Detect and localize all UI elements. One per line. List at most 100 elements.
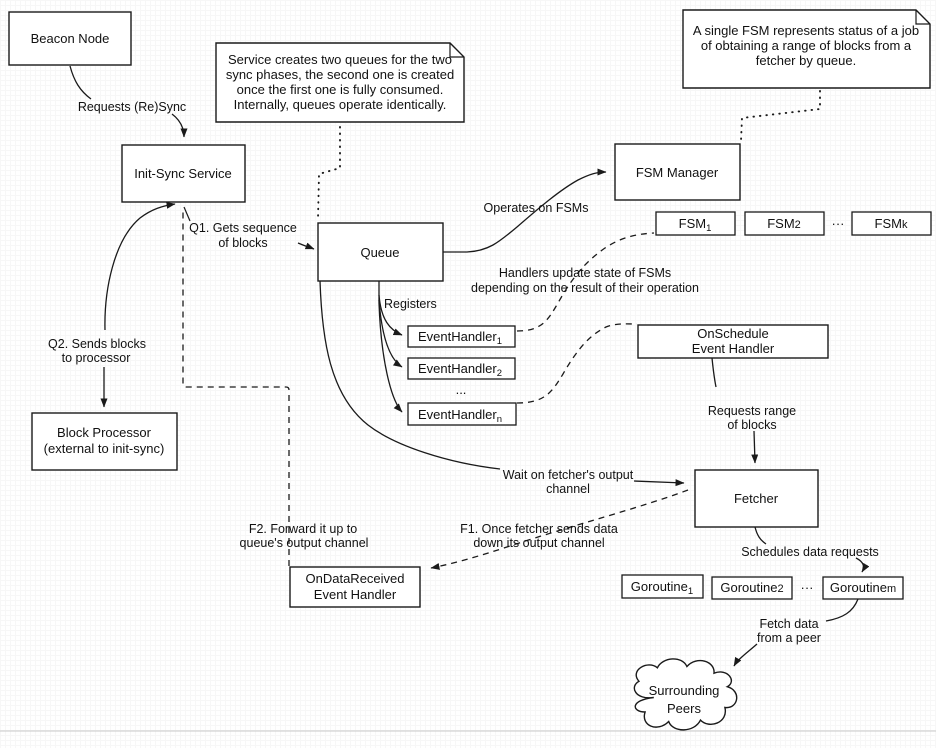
- edge-register-ehn: [378, 302, 403, 413]
- edge-q1-to-queue: [297, 242, 315, 250]
- ondatareceived-handler-label-2: Event Handler: [314, 587, 397, 602]
- label-wait-fetcher-line1: Wait on fetcher's output: [503, 468, 634, 482]
- edge-label-to-fetcher: [751, 430, 759, 464]
- goroutine-ellipsis: ···: [801, 580, 814, 595]
- edge-fetcher-to-schedules: [754, 526, 767, 545]
- svg-text:Peers: Peers: [667, 701, 701, 716]
- fsm-ellipsis: ···: [832, 216, 845, 231]
- init-sync-service-label: Init-Sync Service: [134, 166, 232, 181]
- svg-text:fetcher by queue.: fetcher by queue.: [756, 53, 856, 68]
- edge-goroutinem-to-label: [825, 598, 859, 622]
- edge-register-eh2: [378, 299, 403, 368]
- goroutine2-box: [711, 576, 793, 600]
- block-processor-box: [31, 412, 178, 471]
- label-operates-on-fsms: Operates on FSMs: [484, 201, 589, 215]
- svg-text:A single FSM represents status: A single FSM represents status of a job: [693, 23, 919, 38]
- label-q2-line1: Q2. Sends blocks: [48, 337, 146, 351]
- fsm2-label: FSM2: [767, 216, 801, 231]
- fsmk-label: FSMk: [875, 216, 908, 231]
- edge-queue-to-fsmmanager: [443, 168, 607, 253]
- svg-text:once the first one is fully co: once the first one is fully consumed.: [237, 82, 444, 97]
- note-link-fsm: [740, 90, 821, 142]
- goroutinem-box: [822, 576, 904, 600]
- fsm2-box: [744, 211, 825, 236]
- fsm-note-shape: [682, 9, 931, 89]
- queue-note-fold: [449, 43, 464, 58]
- fsm1-box: [655, 211, 736, 236]
- edge-wait-to-fetcher: [633, 479, 685, 487]
- label-requests-range-line1: Requests range: [708, 404, 796, 418]
- edge-onschedule-to-label: [711, 357, 717, 388]
- fsm1-label: FSM1: [679, 216, 712, 234]
- onschedule-handler-label-1: OnSchedule: [697, 326, 769, 341]
- label-requests-resync: Requests (Re)Sync: [78, 100, 186, 114]
- label-schedules-requests: Schedules data requests: [741, 545, 879, 559]
- eventhandler-ellipsis: ...: [456, 382, 467, 397]
- edge-q2-to-initsync: [104, 201, 176, 331]
- block-processor-label-1: Block Processor: [57, 425, 152, 440]
- edge-q1-leader: [183, 206, 191, 222]
- fsm-note-fold: [915, 10, 930, 25]
- label-handlers-update-line2: depending on the result of their operati…: [471, 281, 699, 295]
- edge-f2-dashed: [182, 211, 290, 566]
- goroutinem-label: Goroutinem: [830, 580, 896, 595]
- block-processor-label-2: (external to init-sync): [44, 441, 165, 456]
- cloud-shape: [633, 658, 738, 731]
- label-handlers-update-line1: Handlers update state of FSMs: [499, 266, 671, 280]
- label-registers: Registers: [384, 297, 437, 311]
- ondatareceived-handler-label-1: OnDataReceived: [306, 571, 405, 586]
- label-fetch-data-line2: from a peer: [757, 631, 821, 645]
- goroutine2-label: Goroutine2: [720, 580, 783, 595]
- eventhandler1-box: [407, 325, 516, 348]
- edge-register-eh1: [378, 294, 403, 336]
- eventhandler2-label: EventHandler2: [418, 361, 502, 379]
- label-requests-range-line2: of blocks: [727, 418, 776, 432]
- goroutine1-box: [621, 574, 704, 599]
- fsmk-box: [851, 211, 932, 236]
- edge-ehn-to-onschedule-dashed: [516, 323, 638, 404]
- eventhandlern-box: [407, 402, 517, 426]
- init-sync-service-box: [121, 144, 246, 203]
- label-f2-line2: queue's output channel: [240, 536, 369, 550]
- fetcher-box: [694, 469, 819, 528]
- svg-text:sync phases, the second one is: sync phases, the second one is created: [226, 67, 454, 82]
- eventhandler2-box: [407, 357, 516, 380]
- fsm-manager-label: FSM Manager: [636, 165, 719, 180]
- svg-text:of obtaining a range of blocks: of obtaining a range of blocks from a: [701, 38, 912, 53]
- label-q2-line2: to processor: [62, 351, 131, 365]
- label-q1-line1: Q1. Gets sequence: [189, 221, 297, 235]
- fsm-manager-box: [614, 143, 741, 201]
- label-f1-line1: F1. Once fetcher sends data: [460, 522, 618, 536]
- edge-beacon-to-initsync-b: [171, 113, 188, 138]
- edge-beacon-to-initsync-a: [69, 65, 92, 100]
- eventhandler1-label: EventHandler1: [418, 329, 502, 347]
- svg-text:Service creates two queues for: Service creates two queues for the two: [228, 52, 452, 67]
- edge-queue-sweep: [319, 280, 501, 470]
- ondatareceived-handler-box: [289, 566, 421, 608]
- svg-text:Internally, queues operate ide: Internally, queues operate identically.: [234, 97, 447, 112]
- label-f2-line1: F2. Forward it up to: [249, 522, 357, 536]
- edge-f1-dashed: [430, 489, 689, 570]
- label-wait-fetcher-line2: channel: [546, 482, 590, 496]
- beacon-node-box: [8, 11, 132, 66]
- fsm-note: A single FSM represents status of a job …: [682, 9, 931, 89]
- label-q1-line2: of blocks: [218, 236, 267, 250]
- queue-note-shape: [215, 42, 465, 123]
- edge-eh1-to-fsm1-dashed: [516, 232, 655, 332]
- fetcher-label: Fetcher: [734, 491, 779, 506]
- note-link-queue: [317, 126, 341, 220]
- surrounding-peers-cloud: Surrounding Peers: [633, 658, 738, 731]
- edge-label-to-cloud: [733, 643, 758, 667]
- onschedule-handler-label-2: Event Handler: [692, 341, 775, 356]
- edge-schedules-to-goroutinem: [855, 557, 870, 573]
- eventhandlern-label: EventHandlern: [418, 407, 502, 425]
- queue-label: Queue: [360, 245, 399, 260]
- svg-text:Surrounding: Surrounding: [649, 683, 720, 698]
- label-fetch-data-line1: Fetch data: [759, 617, 818, 631]
- goroutine1-label: Goroutine1: [631, 579, 693, 597]
- onschedule-handler-box: [637, 324, 829, 359]
- queue-box: [317, 222, 444, 282]
- beacon-node-label: Beacon Node: [31, 31, 110, 46]
